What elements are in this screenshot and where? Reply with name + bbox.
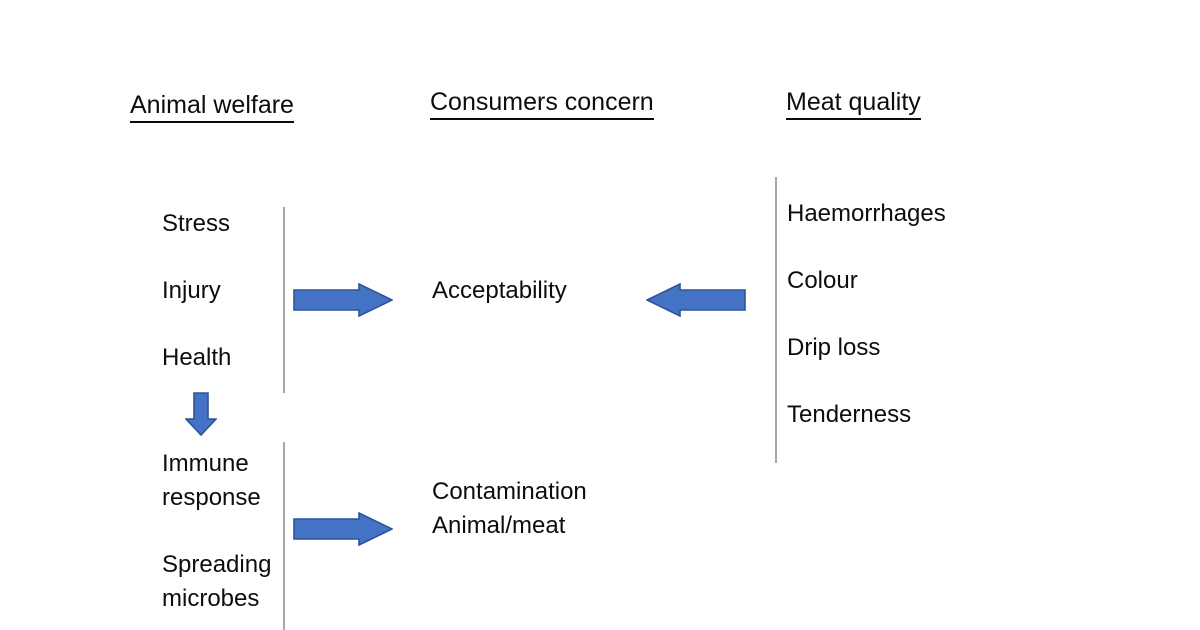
node-acceptability: Acceptability — [432, 277, 567, 304]
node-haemorrhages: Haemorrhages — [787, 200, 946, 227]
node-stress: Stress — [162, 210, 231, 237]
divider-animal-welfare-upper — [283, 207, 285, 393]
divider-animal-welfare-lower — [283, 442, 285, 630]
node-drip-loss: Drip loss — [787, 334, 881, 361]
node-spreading-microbes: Spreading microbes — [162, 551, 272, 613]
node-immune-response: Immune response — [162, 450, 261, 512]
column-header-meat-quality: Meat quality — [786, 88, 921, 120]
divider-meat-quality — [775, 177, 777, 463]
node-colour: Colour — [787, 267, 858, 294]
arrow-quality-to-acceptability — [646, 283, 746, 317]
node-health: Health — [162, 344, 232, 371]
column-header-animal-welfare: Animal welfare — [130, 91, 294, 123]
node-tenderness: Tenderness — [787, 401, 912, 428]
arrow-welfare-to-acceptability — [293, 283, 393, 317]
node-injury: Injury — [162, 277, 221, 304]
node-contamination-animal-meat: Contamination Animal/meat — [432, 478, 587, 540]
arrow-health-to-immune — [185, 392, 217, 436]
column-header-consumers-concern: Consumers concern — [430, 88, 654, 120]
arrow-microbes-to-contamination — [293, 512, 393, 546]
